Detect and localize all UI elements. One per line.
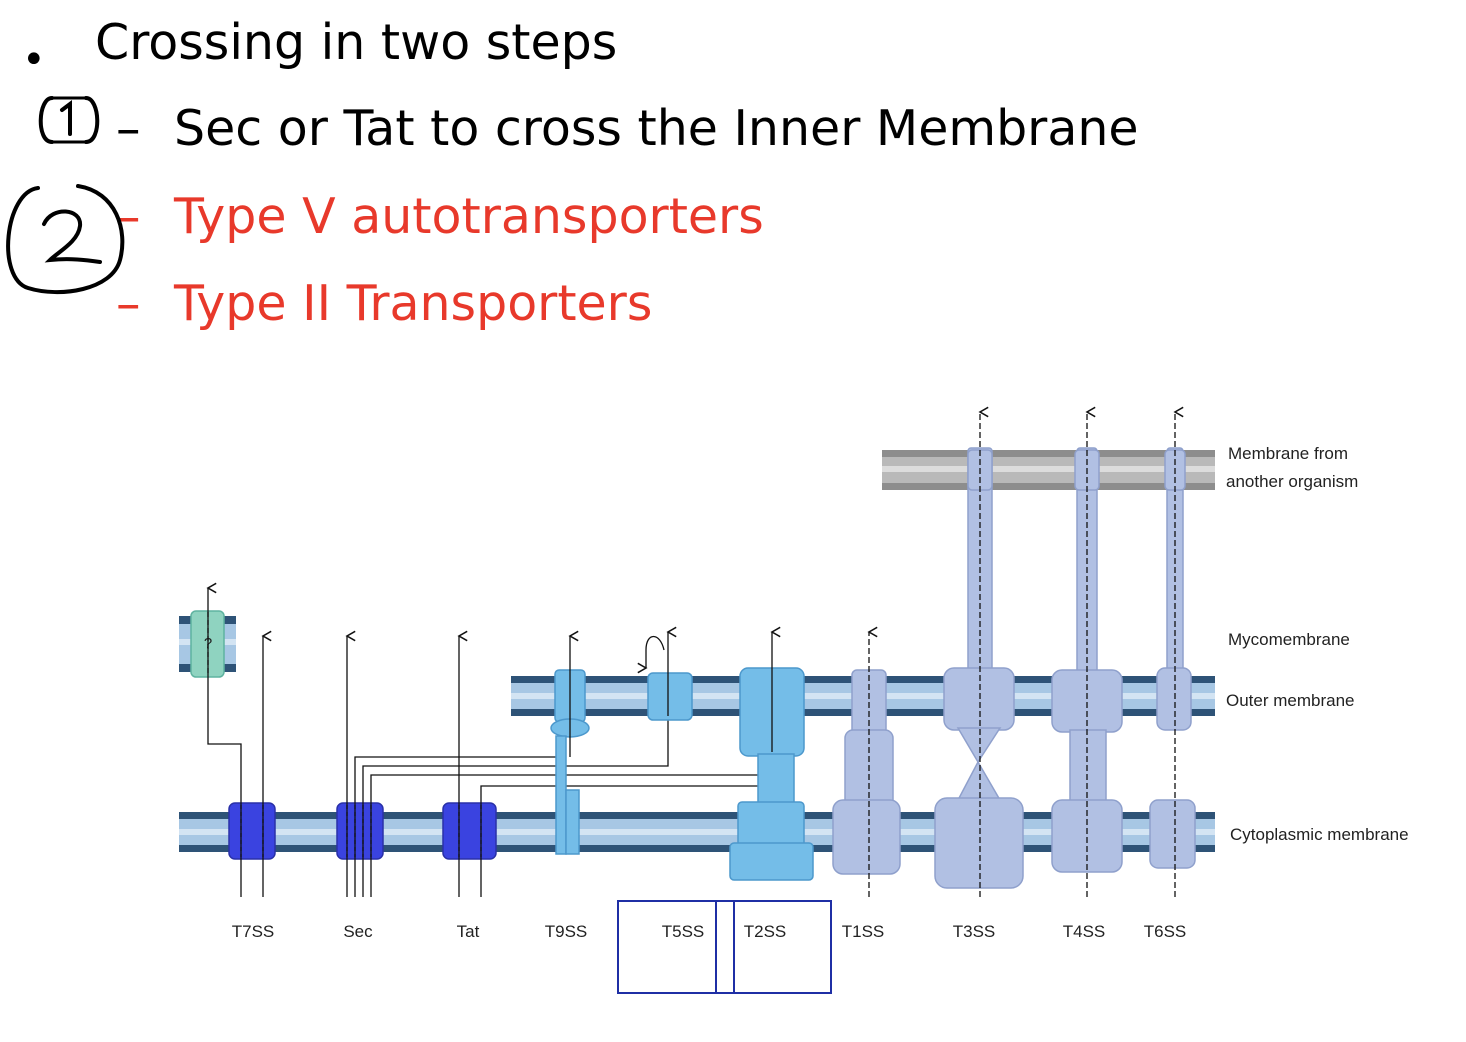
label-t5ss: T5SS	[662, 922, 705, 941]
label-foreign-membrane-line1: Membrane from	[1228, 444, 1348, 463]
label-foreign-membrane-line2: another organism	[1226, 472, 1358, 491]
foreign-membrane	[882, 450, 1215, 490]
bullet-3-text: Type V autotransporters	[174, 188, 764, 245]
t2ss-system	[729, 626, 814, 881]
t7ss-system: ?	[190, 582, 276, 897]
sec-system	[336, 630, 773, 897]
t3ss-system	[934, 406, 1024, 897]
t6ss-system	[1149, 406, 1196, 897]
label-sec: Sec	[343, 922, 373, 941]
label-outer-membrane: Outer membrane	[1226, 691, 1355, 710]
label-cytoplasmic-membrane: Cytoplasmic membrane	[1230, 825, 1409, 844]
label-t2ss: T2SS	[744, 922, 787, 941]
bullet-2-dash: –	[116, 100, 141, 157]
t9ss-system	[550, 630, 590, 855]
bullet-4-text: Type II Transporters	[174, 275, 653, 332]
t1ss-system	[832, 626, 901, 897]
label-tat: Tat	[457, 922, 480, 941]
label-t3ss: T3SS	[953, 922, 996, 941]
bullet-4-dash: –	[116, 275, 141, 332]
handwritten-annotation-1	[38, 96, 100, 144]
t4ss-system	[1051, 406, 1123, 897]
label-t1ss: T1SS	[842, 922, 885, 941]
bullet-1-text: Crossing in two steps	[95, 14, 618, 71]
label-mycomembrane: Mycomembrane	[1228, 630, 1350, 649]
bullet-dot: •	[22, 37, 46, 83]
bullet-2-text: Sec or Tat to cross the Inner Membrane	[174, 100, 1139, 157]
label-t6ss: T6SS	[1144, 922, 1187, 941]
label-t9ss: T9SS	[545, 922, 588, 941]
highlight-box	[617, 900, 832, 994]
t5ss-system	[637, 626, 693, 721]
handwritten-annotation-2	[6, 184, 125, 295]
label-t4ss: T4SS	[1063, 922, 1106, 941]
label-t7ss: T7SS	[232, 922, 275, 941]
